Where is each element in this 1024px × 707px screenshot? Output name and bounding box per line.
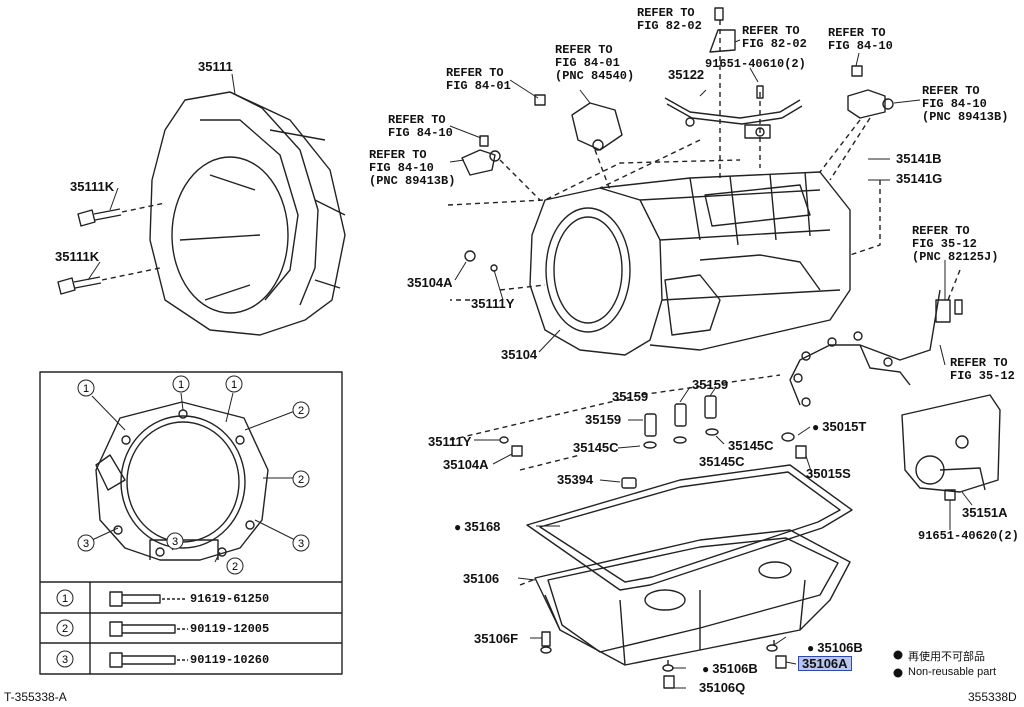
refer-to-fig-84-01[interactable]: REFER TO FIG 84-01 (PNC 84540) <box>555 43 635 83</box>
tube-35122-drawing <box>664 97 803 139</box>
refer-to-fig-84-10[interactable]: REFER TO FIG 84-10 <box>388 113 453 140</box>
part-label-35141g[interactable]: 35141G <box>896 171 943 186</box>
part-label-35106f[interactable]: 35106F <box>474 631 519 646</box>
part-label-35111y[interactable]: 35111Y <box>471 296 515 311</box>
bolt-part-number[interactable]: 90119-10260 <box>190 653 270 667</box>
marker-3: 3 <box>292 534 310 552</box>
svg-text:1: 1 <box>231 379 237 391</box>
part-label-35145c[interactable]: 35145C <box>573 440 619 455</box>
refer-to-fig-82-02[interactable]: REFER TO FIG 82-02 <box>637 6 702 33</box>
small-parts-drawing <box>464 250 807 489</box>
svg-text:3: 3 <box>62 654 68 666</box>
table-markers: 1 2 3 <box>56 589 74 668</box>
figure-id-left: T-355338-A <box>4 690 67 704</box>
part-label-35122[interactable]: 35122 <box>668 67 705 82</box>
part-label-35151a[interactable]: 35151A <box>962 505 1008 520</box>
marker-1: 1 <box>172 375 190 393</box>
part-label-35111[interactable]: 35111 <box>198 59 233 74</box>
marker-2: 2 <box>292 401 310 419</box>
marker-3: 3 <box>77 534 95 552</box>
svg-text:3: 3 <box>83 538 89 550</box>
part-label-35111k[interactable]: 35111K <box>70 179 115 194</box>
sensor-drawings <box>461 7 894 176</box>
inset-markers: 1 1 1 2 2 2 3 3 3 <box>77 375 310 575</box>
part-label-35141b[interactable]: 35141B <box>896 151 942 166</box>
part-label-35111k[interactable]: 35111K <box>55 249 100 264</box>
refer-to-fig-84-10[interactable]: REFER TO FIG 84-10 (PNC 89413B) <box>922 84 1009 124</box>
part-label-35111y[interactable]: 35111Y <box>428 434 472 449</box>
svg-text:3: 3 <box>172 536 178 548</box>
part-label-35106b[interactable]: 35106B <box>807 641 863 655</box>
oil-pan-drawing <box>534 529 851 666</box>
figure-id-right: 355338D <box>968 690 1017 704</box>
refer-to-fig-84-10[interactable]: REFER TO FIG 84-10 <box>828 26 893 53</box>
marker-1: 1 <box>225 375 243 393</box>
part-label-35104[interactable]: 35104 <box>501 347 538 362</box>
valve-body-drawing <box>901 394 1001 501</box>
part-label-35159[interactable]: 35159 <box>692 377 729 392</box>
part-label-35394[interactable]: 35394 <box>557 472 594 487</box>
refer-to-fig-35-12[interactable]: REFER TO FIG 35-12 (PNC 82125J) <box>912 224 999 264</box>
bolt-part-number[interactable]: 91619-61250 <box>190 592 270 606</box>
part-label-35015t[interactable]: 35015T <box>812 420 866 434</box>
svg-text:1: 1 <box>178 379 184 391</box>
part-label-91651-40610[interactable]: 91651-40610(2) <box>705 57 806 71</box>
svg-text:2: 2 <box>298 405 304 417</box>
part-label-35168[interactable]: 35168 <box>454 520 500 534</box>
drain-bolt-drawings <box>540 631 787 689</box>
table-bolt-drawings <box>109 591 188 668</box>
part-label-35104a[interactable]: 35104A <box>443 457 489 472</box>
refer-to-fig-84-10[interactable]: REFER TO FIG 84-10 (PNC 89413B) <box>369 148 456 188</box>
transmission-case-drawing <box>529 171 851 356</box>
refer-to-fig-35-12[interactable]: REFER TO FIG 35-12 <box>950 356 1015 383</box>
bolt-part-number[interactable]: 90119-12005 <box>190 622 270 636</box>
marker-2: 2 <box>292 470 310 488</box>
svg-text:2: 2 <box>62 623 68 635</box>
legend-non-reusable-en: Non-reusable part <box>908 666 997 678</box>
bolt-35111k-drawing <box>57 208 122 295</box>
svg-text:1: 1 <box>83 383 89 395</box>
part-label-35106b[interactable]: 35106B <box>702 662 758 676</box>
part-label-35145c[interactable]: 35145C <box>728 438 774 453</box>
svg-text:1: 1 <box>62 593 68 605</box>
part-label-35106[interactable]: 35106 <box>463 571 500 586</box>
marker-3: 3 <box>166 532 184 550</box>
marker-2: 2 <box>226 557 244 575</box>
part-label-91651-40620[interactable]: 91651-40620(2) <box>918 529 1019 543</box>
part-label-35159[interactable]: 35159 <box>585 412 622 427</box>
part-label-35106a-highlighted[interactable]: 35106A <box>798 656 852 671</box>
svg-text:2: 2 <box>232 561 238 573</box>
svg-text:3: 3 <box>298 538 304 550</box>
part-label-35015s[interactable]: 35015S <box>806 466 851 481</box>
wire-harness-drawing <box>789 289 963 407</box>
refer-to-fig-82-02[interactable]: REFER TO FIG 82-02 <box>742 24 807 51</box>
part-label-35104a[interactable]: 35104A <box>407 275 453 290</box>
legend-non-reusable-jp: 再使用不可部品 <box>908 651 985 663</box>
part-label-35145c[interactable]: 35145C <box>699 454 745 469</box>
svg-text:2: 2 <box>298 474 304 486</box>
refer-to-fig-84-01[interactable]: REFER TO FIG 84-01 <box>446 66 511 93</box>
marker-1: 1 <box>77 379 95 397</box>
part-label-35159[interactable]: 35159 <box>612 389 649 404</box>
pan-gasket-drawing <box>526 464 853 591</box>
part-label-35106q[interactable]: 35106Q <box>699 680 746 695</box>
bell-housing-drawing <box>149 91 346 336</box>
